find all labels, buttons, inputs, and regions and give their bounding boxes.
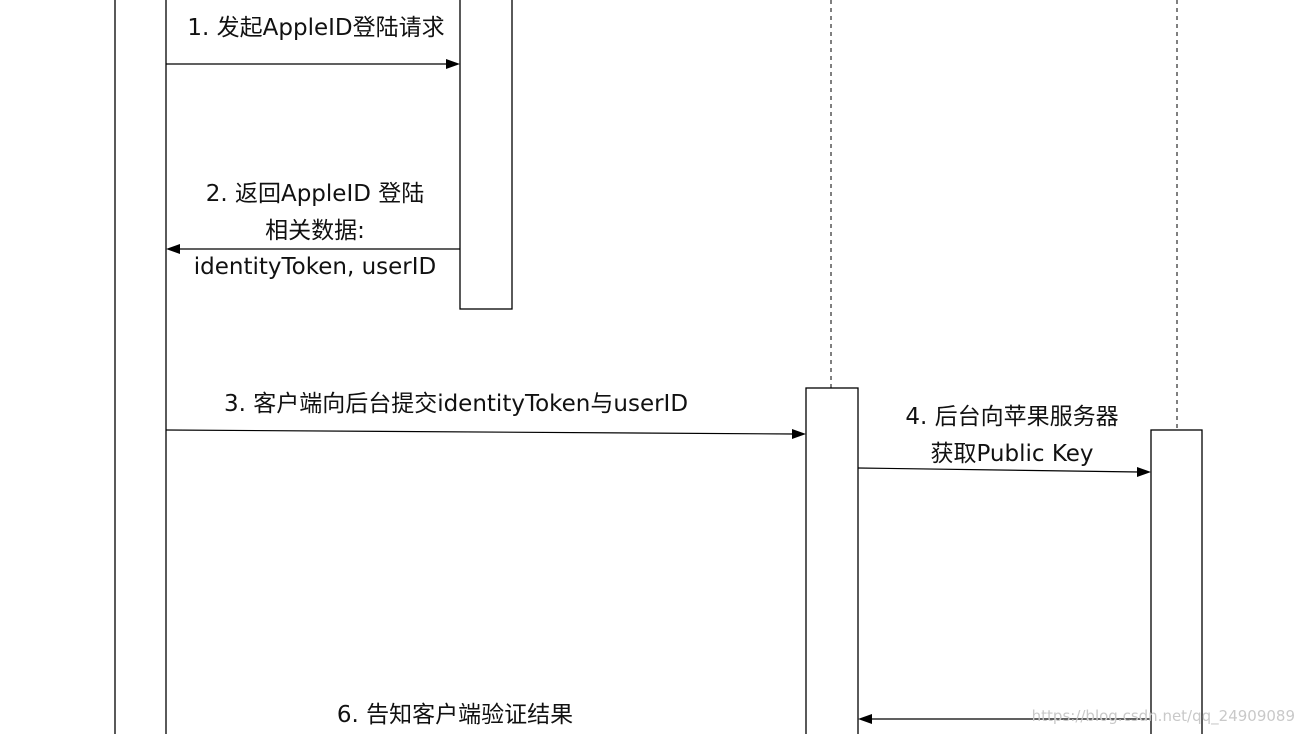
activation-apple-server xyxy=(1150,429,1203,734)
message-2-label-line1: 2. 返回AppleID 登陆 xyxy=(206,181,425,207)
activation-client xyxy=(114,0,167,734)
message-2-arrow xyxy=(166,244,460,254)
message-3-arrow xyxy=(165,429,806,439)
activation-backend xyxy=(805,387,859,734)
message-3-label: 3. 客户端向后台提交identityToken与userID xyxy=(224,391,688,417)
activation-apple-auth xyxy=(459,0,513,310)
message-4-label-line2: 获取Public Key xyxy=(930,441,1093,467)
message-6-arrow xyxy=(858,714,1151,724)
message-6-label: 6. 告知客户端验证结果 xyxy=(337,702,573,728)
message-2-label-line2: 相关数据: xyxy=(265,218,365,244)
message-1-arrow xyxy=(166,59,460,69)
message-4-arrow xyxy=(857,467,1151,477)
message-1-label: 1. 发起AppleID登陆请求 xyxy=(187,15,444,41)
watermark-text: https://blog.csdn.net/qq_24909089 xyxy=(1032,707,1295,726)
message-4-label-line1: 4. 后台向苹果服务器 xyxy=(905,404,1118,430)
message-2-label-line3: identityToken, userID xyxy=(194,254,436,280)
